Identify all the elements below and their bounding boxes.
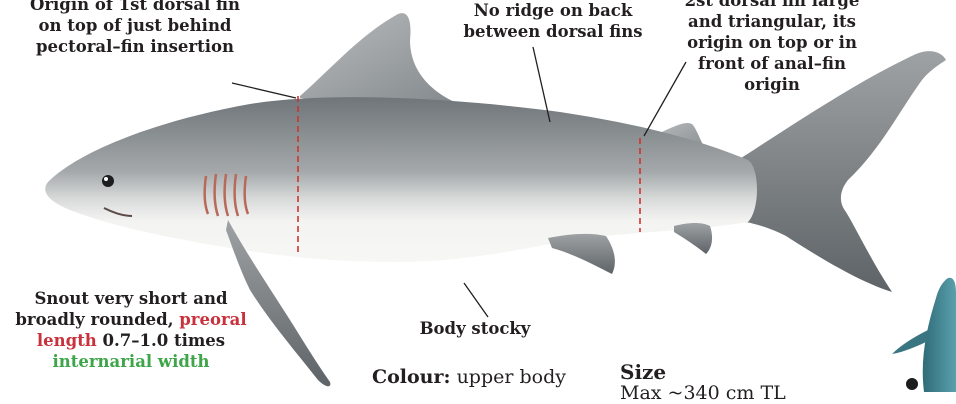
preoral-term: preoral: [179, 310, 246, 329]
size-heading: Size: [620, 360, 666, 384]
annotation-second-dorsal: 2st dorsal fin large and triangular, its…: [662, 0, 882, 95]
first-dorsal-fin: [300, 13, 470, 108]
pelvic-fin: [548, 234, 615, 274]
anal-fin: [674, 223, 712, 254]
annotation-no-ridge: No ridge on back between dorsal fins: [448, 0, 658, 42]
internarial-width-term: internarial width: [0, 351, 262, 372]
leader-line-first-dorsal: [232, 83, 296, 98]
length-term: length: [37, 331, 97, 350]
size-text: Max ~340 cm TL: [620, 382, 786, 404]
leader-line-body-stocky: [464, 283, 488, 317]
shark-body: [45, 97, 757, 262]
colour-text: Colour: upper body: [372, 366, 566, 388]
inset-dot: [906, 378, 918, 390]
shark-eye: [102, 175, 114, 187]
annotation-first-dorsal-origin: Origin of 1st dorsal fin on top of just …: [0, 0, 270, 57]
annotation-body-stocky: Body stocky: [400, 318, 550, 339]
annotation-snout: Snout very short and broadly rounded, pr…: [0, 288, 262, 372]
shark-diagram: Origin of 1st dorsal fin on top of just …: [0, 0, 956, 392]
